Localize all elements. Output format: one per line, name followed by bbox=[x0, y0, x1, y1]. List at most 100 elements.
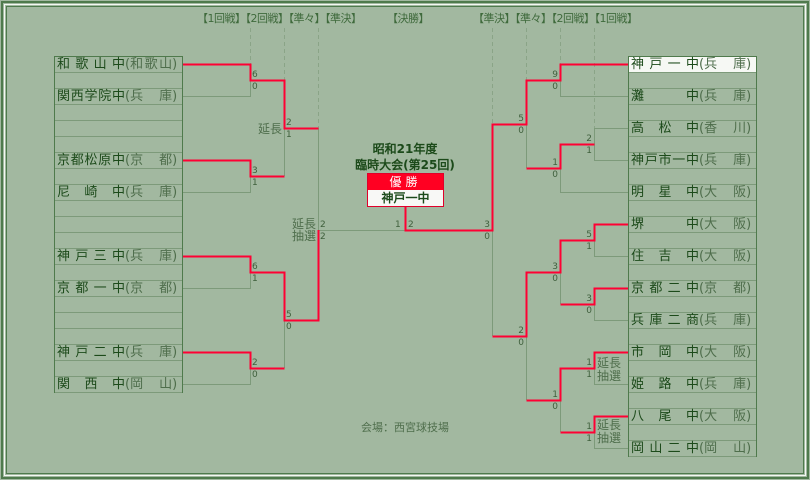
team-prefecture: (兵庫) bbox=[125, 89, 181, 104]
score-r12-lower: 0 bbox=[484, 232, 490, 242]
team-prefecture: (兵庫) bbox=[125, 249, 181, 264]
score-l5-upper: 2 bbox=[286, 118, 292, 128]
prefecture-name: 大阪 bbox=[704, 185, 747, 200]
bracket-row bbox=[55, 73, 182, 89]
team-row: 尼崎中(兵庫) bbox=[55, 185, 182, 201]
prefecture-name: 兵庫 bbox=[704, 89, 747, 104]
paren-close: ) bbox=[746, 185, 752, 200]
score-l6-lower: 0 bbox=[286, 322, 292, 332]
prefecture-name: 兵庫 bbox=[130, 185, 173, 200]
paren-open: ( bbox=[699, 217, 705, 232]
bracket-row bbox=[55, 265, 182, 281]
prefecture-name: 兵庫 bbox=[704, 57, 747, 72]
paren-open: ( bbox=[699, 281, 705, 296]
paren-close: ) bbox=[746, 249, 752, 264]
team-row: 京都二中(京都) bbox=[629, 281, 756, 297]
paren-open: ( bbox=[699, 409, 705, 424]
champion-team: 神戸一中 bbox=[368, 190, 443, 206]
outer-frame-inner bbox=[4, 4, 806, 476]
bracket-row bbox=[629, 169, 756, 185]
score-final-right: 2 bbox=[408, 220, 414, 230]
bracket-row bbox=[55, 121, 182, 137]
score-r4-upper: 5 bbox=[518, 114, 524, 124]
team-name: 神戸二中 bbox=[57, 345, 125, 360]
team-row: 神戸三中(兵庫) bbox=[55, 249, 182, 265]
bracket-row bbox=[55, 233, 182, 249]
team-row: 神戸二中(兵庫) bbox=[55, 345, 182, 361]
paren-close: ) bbox=[172, 249, 178, 264]
prefecture-name: 兵庫 bbox=[130, 249, 173, 264]
team-row: 京都松原中(京都) bbox=[55, 153, 182, 169]
note-extra-innings: 延長 bbox=[258, 122, 283, 136]
bracket-row bbox=[629, 265, 756, 281]
paren-open: ( bbox=[125, 89, 131, 104]
team-prefecture: (大阪) bbox=[699, 409, 755, 424]
bracket-row bbox=[629, 105, 756, 121]
prefecture-name: 兵庫 bbox=[704, 377, 747, 392]
bracket-row bbox=[629, 137, 756, 153]
paren-open: ( bbox=[699, 153, 705, 168]
score-r3-upper: 1 bbox=[552, 158, 558, 168]
bracket-row bbox=[629, 297, 756, 313]
bracket-row bbox=[55, 329, 182, 345]
paren-open: ( bbox=[699, 89, 705, 104]
score-r8-upper: 2 bbox=[518, 326, 524, 336]
paren-close: ) bbox=[746, 57, 752, 72]
score-r2-upper: 2 bbox=[586, 134, 592, 144]
team-name: 京都一中 bbox=[57, 281, 125, 296]
team-name: 神戸三中 bbox=[57, 249, 125, 264]
team-row: 岡山二中(岡山) bbox=[629, 441, 756, 457]
score-r12-upper: 3 bbox=[484, 220, 490, 230]
score-l7-upper: 2 bbox=[320, 220, 326, 230]
left-team-list: 和歌山中(和歌山)関西学院中(兵庫)京都松原中(京都)尼崎中(兵庫)神戸三中(兵… bbox=[54, 56, 183, 393]
score-r5-lower: 1 bbox=[586, 242, 592, 252]
score-r11-upper: 1 bbox=[552, 390, 558, 400]
prefecture-name: 京都 bbox=[130, 153, 173, 168]
team-name: 高松中 bbox=[631, 121, 699, 136]
team-prefecture: (兵庫) bbox=[699, 89, 755, 104]
team-prefecture: (和歌山) bbox=[125, 57, 181, 72]
right-team-list: 神戸一中(兵庫)灘中(兵庫)高松中(香川)神戸市一中(兵庫)明星中(大阪)堺中(… bbox=[628, 56, 757, 457]
paren-close: ) bbox=[746, 345, 752, 360]
score-r7-lower: 0 bbox=[586, 306, 592, 316]
paren-open: ( bbox=[699, 57, 705, 72]
team-row: 和歌山中(和歌山) bbox=[55, 57, 182, 73]
paren-close: ) bbox=[172, 185, 178, 200]
paren-close: ) bbox=[172, 153, 178, 168]
team-prefecture: (兵庫) bbox=[125, 185, 181, 200]
paren-open: ( bbox=[699, 377, 705, 392]
team-prefecture: (大阪) bbox=[699, 217, 755, 232]
prefecture-name: 岡山 bbox=[130, 377, 173, 392]
team-name: 市岡中 bbox=[631, 345, 699, 360]
team-row: 姫路中(兵庫) bbox=[629, 377, 756, 393]
note-extra-innings: 延長 bbox=[597, 418, 622, 432]
team-name: 関西学院中 bbox=[57, 89, 125, 104]
team-row: 高松中(香川) bbox=[629, 121, 756, 137]
note-lottery: 抽選 bbox=[292, 229, 317, 243]
bracket-row bbox=[629, 361, 756, 377]
note-extra-innings: 延長 bbox=[597, 356, 622, 370]
team-name: 和歌山中 bbox=[57, 57, 125, 72]
score-r8-lower: 0 bbox=[518, 338, 524, 348]
bracket-row bbox=[629, 329, 756, 345]
right-round-headers: 【準決】【準々】【2回戦】【1回戦】 bbox=[473, 12, 638, 25]
team-prefecture: (岡山) bbox=[125, 377, 181, 392]
score-r6-lower: 0 bbox=[552, 274, 558, 284]
paren-open: ( bbox=[699, 121, 705, 136]
bracket-row bbox=[629, 201, 756, 217]
team-prefecture: (兵庫) bbox=[699, 377, 755, 392]
team-name: 八尾中 bbox=[631, 409, 699, 424]
score-l3-lower: 1 bbox=[252, 274, 258, 284]
loser-lines bbox=[182, 80, 628, 449]
prefecture-name: 京都 bbox=[704, 281, 747, 296]
score-r6-upper: 3 bbox=[552, 262, 558, 272]
prefecture-name: 兵庫 bbox=[130, 345, 173, 360]
paren-close: ) bbox=[746, 217, 752, 232]
paren-open: ( bbox=[699, 345, 705, 360]
team-name: 岡山二中 bbox=[631, 441, 699, 456]
bracket-row bbox=[55, 297, 182, 313]
team-prefecture: (香川) bbox=[699, 121, 755, 136]
bracket-row bbox=[629, 393, 756, 409]
paren-open: ( bbox=[699, 441, 705, 456]
